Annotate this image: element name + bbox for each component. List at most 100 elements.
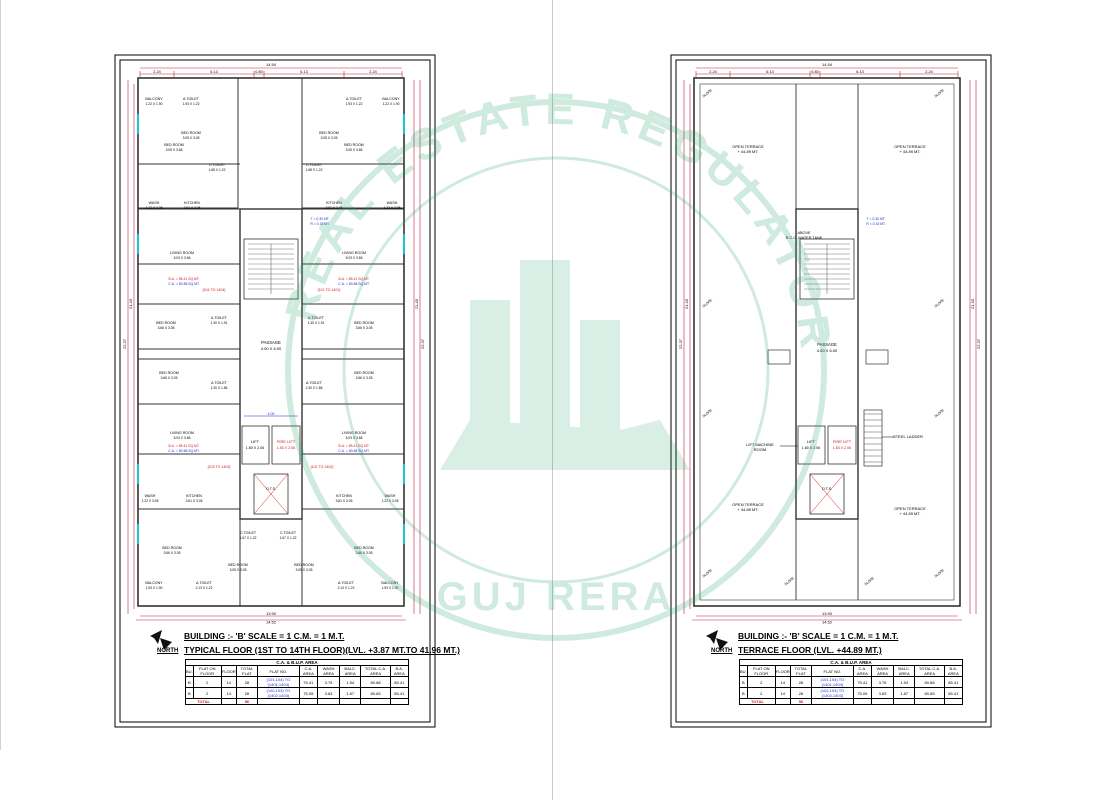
right-title-line-1: BUILDING :- 'B' SCALE = 1 C.M. = 1 M.T. [738,631,899,641]
room-size: 3.66 X 3.05 [356,376,373,380]
passage-name: PASSAGE [261,340,281,345]
room-size: 3.05 X 3.05 [183,136,200,140]
left-north-label: NORTH [157,648,179,654]
room-name: LIVING ROOM [170,431,194,435]
side-dim-inner: 21.43 [684,298,689,309]
room-name: BED ROOM [344,143,364,147]
flat-range-note: [104 TO 1404] [203,288,226,292]
tank-label-line1: ABOVE [797,231,811,235]
ots-cross [809,473,845,515]
th-total-ca: TOTAL C.A. AREA [360,665,391,677]
lift-size: 1.80 X 2.06 [246,446,264,450]
th-balc-area: BALC. AREA [338,665,362,677]
ots-shaft [253,473,289,515]
fire-lift-name: FIRE LIFT [277,439,296,444]
room-size: 1.68 X 1.22 [306,168,323,172]
fire-lift-name: FIRE LIFT [833,439,852,444]
north-arrow-icon [706,630,728,650]
bottom-dim-outer: 14.52 [822,620,833,625]
room-size: 2.13 X 1.22 [196,586,213,590]
room-name: BED ROOM [159,371,179,375]
room-name: A.TOILET [211,316,228,320]
room-size: 3.81 X 3.05 [326,206,343,210]
room-name: C.TOILET [280,531,297,535]
room-size: 3.81 X 3.05 [336,499,353,503]
th-ca-area: C.A. AREA [852,665,873,677]
staircase [243,238,299,300]
duct-right [865,349,889,365]
top-dim-label: 2.24 [369,70,376,74]
room-size: 1.30 X 1.86 [306,386,323,390]
sheet-inner-border [675,59,987,723]
room-size: 3.66 X 3.05 [158,326,175,330]
flat-wing-wall [137,508,241,607]
slope-label: SLOPE [784,576,796,587]
room-name: BED ROOM [354,321,374,325]
top-dim-label: 0.80 [811,70,818,74]
room-size: 1.22 X 3.05 [146,206,163,210]
fire-lift-shaft [271,425,301,465]
slope-label: SLOPE [934,408,946,419]
room-size: 1.93 X 1.22 [183,102,200,106]
room-name: A.TOILET [338,581,355,585]
room-name: C.TOILET [209,163,226,167]
th-flat-on-floor: FLAT ON FLOOR [192,665,222,677]
left-title-line-2: TYPICAL FLOOR (1ST TO 14TH FLOOR)(LVL. +… [184,645,460,655]
th-total-flat: TOTAL FLAT [235,665,259,677]
room-name: C.TOILET [240,531,257,535]
bottom-dim-inner: 13.90 [266,611,277,616]
top-dim-label: 6.13 [210,70,217,74]
side-dim-right-inner: 21.43 [970,298,975,309]
room-name: WASH [387,201,398,205]
room-size: 1.68 X 1.22 [209,168,226,172]
room-size: 5.03 X 3.66 [174,256,191,260]
open-terrace-level: + 44.89 MT. [737,149,758,154]
room-size: 1.30 X 1.91 [211,321,228,325]
ots-cross [253,473,289,515]
carpet-area-note: C.A. = 80.68 SQ.MT. [338,449,369,453]
room-name: BALCONY [381,581,399,585]
room-name: BALCONY [382,97,400,101]
room-size: 1.22 X 3.05 [384,206,401,210]
right-north-label: NORTH [711,648,733,654]
machine-room-line2: ROOM [754,447,766,452]
room-size: 3.05 X 3.05 [321,136,338,140]
carpet-area-note: C.A. = 80.68 SQ.MT. [338,282,369,286]
slope-label: SLOPE [934,568,946,579]
top-dim-label: 0.80 [255,70,262,74]
room-size: 1.30 X 1.91 [308,321,325,325]
room-name: A.TOILET [346,97,363,101]
top-dim-label: 6.13 [300,70,307,74]
room-size: 5.03 X 3.66 [346,436,363,440]
room-size: 3.66 X 3.05 [161,376,178,380]
slope-label: SLOPE [702,88,714,99]
side-dim-outer: 22.37 [678,338,683,349]
fire-lift-size: 1.83 X 2.06 [833,446,851,450]
th-floor: FLOOR [220,665,237,677]
room-size: 3.05 X 3.05 [296,568,313,572]
side-dim-right-outer: 22.37 [420,338,425,349]
lift-name: LIFT [251,439,260,444]
room-size: 1.22 X 1.90 [146,102,163,106]
open-terrace-name: OPEN TERRACE [894,506,926,511]
right-title-line-2: TERRACE FLOOR (LVL. +44.89 MT.) [738,645,882,655]
th-flat-no: FLAT NO. [257,665,300,677]
th-bu: BU. [185,665,194,677]
room-size: 3.81 X 3.05 [184,206,201,210]
room-size: 3.66 X 3.05 [356,326,373,330]
room-size: 1.93 X 1.90 [382,586,399,590]
ots-label: O.T.S. [266,487,276,491]
sheet-outer-border [114,54,436,728]
room-name: BED ROOM [164,143,184,147]
top-dim-label: 6.13 [766,70,773,74]
overall-width-dim: 14.54 [266,62,277,67]
lift-size: 1.80 X 2.06 [802,446,820,450]
side-dim-inner: 21.43 [128,298,133,309]
bottom-dim-inner: 13.90 [822,611,833,616]
open-terrace-level: + 44.89 MT. [899,511,920,516]
slope-label: SLOPE [864,576,876,587]
sheet-inner-border [119,59,431,723]
